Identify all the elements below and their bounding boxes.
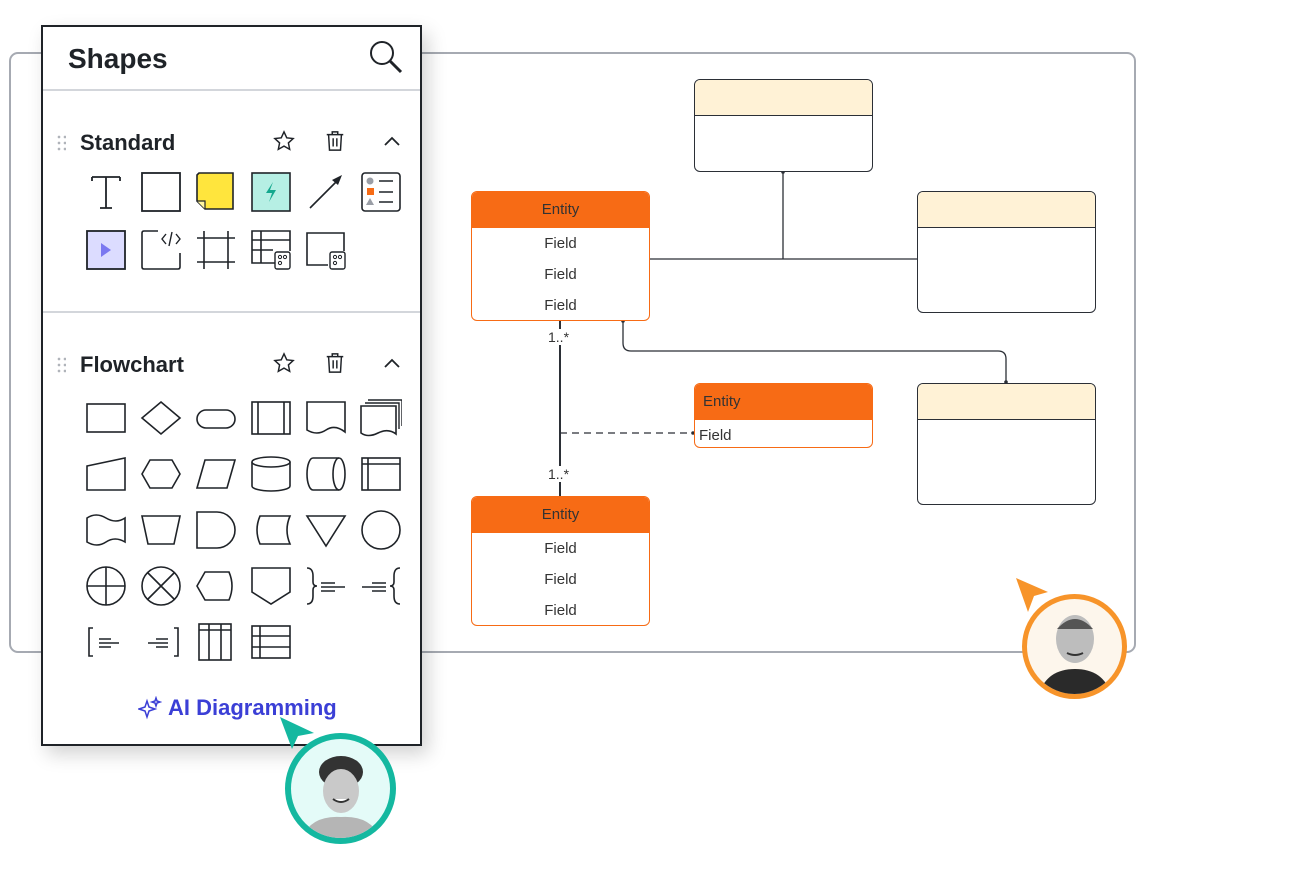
rectangle-shape[interactable] — [140, 172, 182, 212]
video-embed-shape[interactable] — [85, 230, 127, 270]
manual-operation-shape[interactable] — [140, 510, 182, 550]
connector-line — [622, 320, 1007, 383]
annotation-right-shape[interactable] — [305, 566, 347, 606]
entity-field: Field — [544, 571, 577, 588]
code-embed-shape[interactable] — [140, 230, 182, 270]
process-shape[interactable] — [85, 398, 127, 438]
arrow-line-shape[interactable] — [305, 172, 347, 212]
search-icon[interactable] — [368, 39, 404, 75]
star-icon[interactable] — [273, 352, 295, 374]
ai-diagramming-label: AI Diagramming — [168, 695, 337, 720]
sticky-note-shape[interactable] — [195, 172, 237, 212]
shapes-panel: Shapes Standard Flowchart AI Diagramming — [41, 25, 422, 746]
drag-handle-icon[interactable] — [56, 134, 66, 152]
table-shape[interactable] — [250, 230, 292, 270]
vertical-pool-shape[interactable] — [195, 622, 237, 662]
section-title[interactable]: Flowchart — [80, 352, 184, 377]
entity-title: Entity — [472, 192, 649, 228]
star-icon[interactable] — [273, 130, 295, 152]
multiple-documents-shape[interactable] — [360, 398, 402, 438]
drag-handle-icon[interactable] — [56, 356, 66, 374]
entity-box[interactable]: Entity Field Field Field — [471, 496, 650, 626]
frame-shape[interactable] — [195, 230, 237, 270]
delay-shape[interactable] — [195, 510, 237, 550]
legend-shape[interactable] — [360, 172, 402, 212]
canvas-frame — [9, 52, 1136, 653]
cursor-icon — [280, 717, 314, 749]
avatar — [1022, 594, 1127, 699]
entity-box[interactable]: Entity Field Field Field — [471, 191, 650, 321]
blank-entity[interactable] — [917, 191, 1096, 313]
bracket-note-left-shape[interactable] — [85, 622, 127, 662]
entity-field: Field — [544, 540, 577, 557]
internal-storage-shape[interactable] — [360, 454, 402, 494]
trash-icon[interactable] — [324, 130, 346, 152]
entity-field: Field — [699, 427, 732, 444]
sparkle-icon — [138, 696, 162, 720]
stored-data-shape[interactable] — [250, 510, 292, 550]
trash-icon[interactable] — [324, 352, 346, 374]
decision-shape[interactable] — [140, 398, 182, 438]
entity-field: Field — [544, 297, 577, 314]
data-shape[interactable] — [195, 454, 237, 494]
entity-field: Field — [544, 602, 577, 619]
merge-shape[interactable] — [305, 510, 347, 550]
annotation-left-shape[interactable] — [360, 566, 402, 606]
entity-field: Field — [544, 235, 577, 252]
section-title[interactable]: Standard — [80, 130, 176, 155]
paper-tape-shape[interactable] — [85, 510, 127, 550]
blank-entity[interactable] — [694, 79, 873, 172]
connector-shape[interactable] — [360, 510, 402, 550]
ai-diagramming-button[interactable]: AI Diagramming — [138, 695, 337, 721]
preparation-shape[interactable] — [140, 454, 182, 494]
entity-field: Field — [544, 266, 577, 283]
entity-title: Entity — [472, 497, 649, 533]
blank-entity[interactable] — [917, 383, 1096, 505]
predefined-process-shape[interactable] — [250, 398, 292, 438]
entity-title: Entity — [695, 384, 872, 420]
display-shape[interactable] — [195, 566, 237, 606]
multiplicity-label: 1..* — [546, 329, 572, 345]
card-shape[interactable] — [305, 230, 347, 270]
entity-box[interactable]: Entity Field — [694, 383, 873, 448]
action-shape[interactable] — [250, 172, 292, 212]
manual-input-shape[interactable] — [85, 454, 127, 494]
direct-access-storage-shape[interactable] — [305, 454, 347, 494]
terminator-shape[interactable] — [195, 398, 237, 438]
horizontal-pool-shape[interactable] — [250, 622, 292, 662]
avatar — [285, 733, 396, 844]
text-shape[interactable] — [85, 172, 127, 212]
panel-title: Shapes — [68, 43, 168, 74]
bracket-note-right-shape[interactable] — [140, 622, 182, 662]
database-shape[interactable] — [250, 454, 292, 494]
document-shape[interactable] — [305, 398, 347, 438]
or-shape[interactable] — [140, 566, 182, 606]
multiplicity-label: 1..* — [546, 466, 572, 482]
cursor-icon — [1016, 578, 1048, 612]
chevron-up-icon[interactable] — [383, 134, 401, 148]
off-page-link-shape[interactable] — [250, 566, 292, 606]
summing-junction-shape[interactable] — [85, 566, 127, 606]
chevron-up-icon[interactable] — [383, 356, 401, 370]
